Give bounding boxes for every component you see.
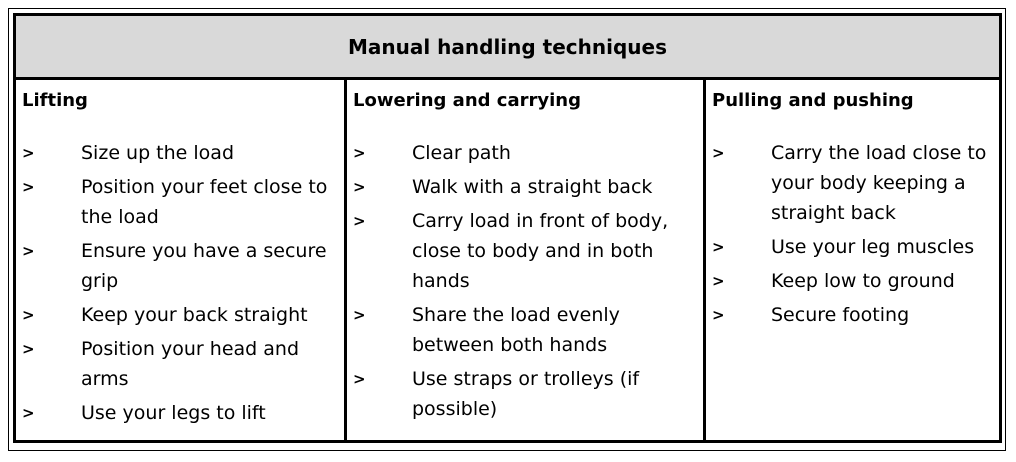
list-item-text: Use straps or trolleys (if possible) [412,368,640,420]
list-item: > Share the load evenly between both hand… [353,300,697,360]
list-item-text: Keep low to ground [771,270,955,292]
column-heading: Pulling and pushing [712,90,914,111]
arrow-bullet-icon: > [353,178,366,196]
list-item: > Use your legs to lift [22,398,338,428]
arrow-bullet-icon: > [712,238,725,256]
list-item: > Ensure you have a secure grip [22,236,338,296]
table-title: Manual handling techniques [347,34,668,59]
arrow-bullet-icon: > [22,306,35,324]
list-item-text: Position your feet close to the load [81,176,328,228]
table-columns: Lifting > Size up the load > Position your… [16,80,999,440]
list-item-text: Walk with a straight back [412,176,653,198]
list-item-text: Carry the load close to your body keepin… [771,142,987,224]
list-item-text: Secure footing [771,304,910,326]
list-item: > Size up the load [22,138,338,168]
column-lowering-and-carrying: Lowering and carrying > Clear path > Walk … [347,80,706,440]
arrow-bullet-icon: > [353,212,366,230]
item-list: > Clear path > Walk with a straight back >… [353,138,697,424]
arrow-bullet-icon: > [22,404,35,422]
arrow-bullet-icon: > [712,144,725,162]
list-item-text: Position your head and arms [81,338,299,390]
list-item-text: Ensure you have a secure grip [81,240,327,292]
table-header: Manual handling techniques [16,16,999,80]
list-item: > Keep low to ground [712,266,993,296]
list-item-text: Share the load evenly between both hands [412,304,620,356]
arrow-bullet-icon: > [353,306,366,324]
arrow-bullet-icon: > [22,242,35,260]
list-item-text: Clear path [412,142,511,164]
list-item: > Clear path [353,138,697,168]
column-lifting: Lifting > Size up the load > Position your… [16,80,347,440]
list-item-text: Use your leg muscles [771,236,975,258]
arrow-bullet-icon: > [353,144,366,162]
list-item: > Carry load in front of body, close to b… [353,206,697,296]
arrow-bullet-icon: > [712,272,725,290]
arrow-bullet-icon: > [353,370,366,388]
arrow-bullet-icon: > [712,306,725,324]
list-item: > Position your feet close to the load [22,172,338,232]
list-item: > Use straps or trolleys (if possible) [353,364,697,424]
list-item-text: Size up the load [81,142,235,164]
list-item-text: Use your legs to lift [81,402,266,424]
arrow-bullet-icon: > [22,178,35,196]
manual-handling-table: Manual handling techniques Lifting > Size… [13,13,1002,443]
item-list: > Size up the load > Position your feet cl… [22,138,338,428]
column-heading: Lifting [22,90,88,111]
list-item: > Use your leg muscles [712,232,993,262]
list-item: > Keep your back straight [22,300,338,330]
list-item: > Carry the load close to your body keepi… [712,138,993,228]
item-list: > Carry the load close to your body keepi… [712,138,993,330]
arrow-bullet-icon: > [22,144,35,162]
column-heading: Lowering and carrying [353,90,581,111]
outer-frame [8,8,1006,451]
list-item-text: Carry load in front of body, close to bo… [412,210,669,292]
list-item: > Secure footing [712,300,993,330]
column-pulling-and-pushing: Pulling and pushing > Carry the load clos… [706,80,999,440]
list-item: > Position your head and arms [22,334,338,394]
list-item-text: Keep your back straight [81,304,308,326]
list-item: > Walk with a straight back [353,172,697,202]
arrow-bullet-icon: > [22,340,35,358]
